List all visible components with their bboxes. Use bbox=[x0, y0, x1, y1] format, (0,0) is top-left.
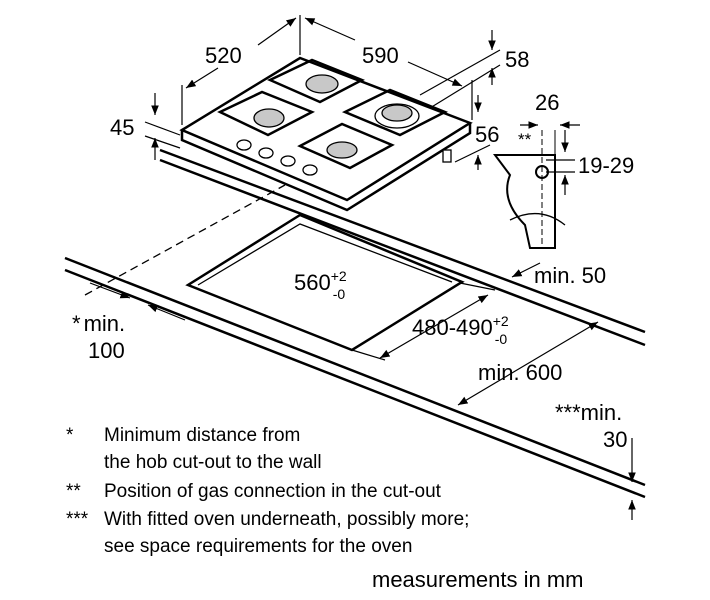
dim-min-oven-value: 30 bbox=[603, 427, 627, 452]
knobs bbox=[236, 139, 452, 176]
dim-min-wall: *min. bbox=[72, 311, 125, 336]
hob bbox=[179, 56, 473, 212]
dim-min-oven: ***min. bbox=[555, 400, 622, 425]
dim-total-height: 45 bbox=[110, 115, 134, 140]
note-mark: *** bbox=[66, 509, 89, 530]
dim-min-wall-value: 100 bbox=[88, 338, 125, 363]
note-line: Minimum distance from bbox=[104, 425, 301, 446]
note-line: Position of gas connection in the cut-ou… bbox=[104, 481, 441, 502]
dim-width: 590 bbox=[362, 43, 399, 68]
gas-connection-profile bbox=[493, 130, 566, 249]
dim-gas-depth: 19-29 bbox=[578, 153, 634, 178]
dim-min-counter: min. 600 bbox=[478, 360, 562, 385]
dim-min-front: min. 50 bbox=[534, 263, 606, 288]
note-line: see space requirements for the oven bbox=[104, 536, 413, 557]
note-mark: * bbox=[66, 425, 74, 446]
dim-foot-height: 56 bbox=[475, 122, 499, 147]
countertop bbox=[64, 148, 646, 499]
units-caption: measurements in mm bbox=[372, 567, 584, 592]
dim-cutout-width: 560+2-0 bbox=[294, 268, 347, 302]
burner-pans bbox=[217, 58, 449, 170]
dimension-lines bbox=[89, 15, 636, 520]
note-line: With fitted oven underneath, possibly mo… bbox=[104, 509, 470, 530]
gas-marker: ** bbox=[518, 130, 532, 149]
burners bbox=[253, 74, 420, 159]
dim-cutout-depth: 480-490+2-0 bbox=[412, 313, 509, 347]
dim-depth: 520 bbox=[205, 43, 242, 68]
dim-gas-height: 58 bbox=[505, 47, 529, 72]
note-mark: ** bbox=[66, 481, 81, 502]
dim-gas-offset: 26 bbox=[535, 90, 559, 115]
note-line: the hob cut-out to the wall bbox=[104, 452, 322, 473]
